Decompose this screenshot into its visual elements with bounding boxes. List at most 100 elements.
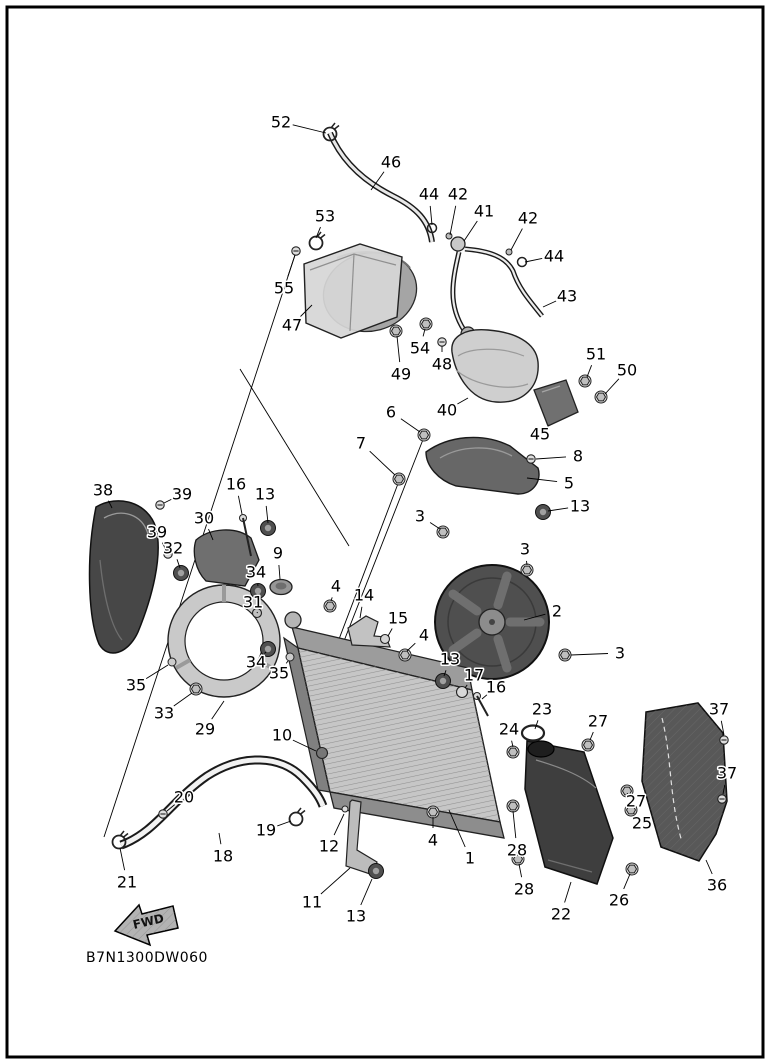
leader-line [464, 684, 468, 689]
leader-line [292, 124, 327, 134]
leader-line [548, 424, 550, 426]
leader-line [523, 613, 546, 621]
leader-line [396, 335, 401, 363]
callout-54: 54 [410, 339, 430, 358]
callout-35: 35 [126, 676, 146, 695]
screw-icon [158, 809, 168, 819]
callout-27: 27 [588, 712, 608, 731]
leader-line [360, 878, 373, 906]
leader-line [161, 542, 167, 551]
leader-line [526, 560, 528, 566]
leader-line [512, 810, 517, 839]
leader-line [518, 863, 523, 878]
callout-3: 3 [520, 540, 530, 559]
leader-line [524, 257, 543, 263]
duct-seal-ring [520, 724, 546, 742]
screw-icon [155, 500, 165, 510]
washer-icon [285, 652, 295, 662]
callout-33: 33 [154, 704, 174, 723]
callout-27: 27 [626, 792, 646, 811]
screw-icon [526, 454, 536, 464]
leader-line [547, 507, 569, 512]
fan-stay [425, 436, 540, 495]
callout-16: 16 [226, 475, 246, 494]
callout-4: 4 [428, 831, 438, 850]
callout-50: 50 [617, 361, 637, 380]
bolt-icon [581, 738, 595, 752]
lower-right-cover [524, 740, 614, 885]
leader-line [570, 653, 609, 656]
callout-28: 28 [507, 841, 527, 860]
leader-line [218, 832, 222, 845]
fwd-label: FWD [132, 911, 166, 932]
leader-line [370, 171, 385, 191]
callout-39: 39 [147, 523, 167, 542]
callout-42: 42 [448, 185, 468, 204]
bolt-icon [578, 374, 592, 388]
leader-line [287, 254, 296, 277]
leader-line [443, 670, 447, 677]
callout-31: 31 [243, 593, 263, 612]
left-side-cover [88, 500, 159, 654]
callout-4: 4 [331, 577, 341, 596]
callout-42: 42 [518, 209, 538, 228]
callout-5: 5 [564, 474, 574, 493]
callout-44: 44 [544, 247, 564, 266]
leader-line [510, 228, 523, 251]
leader-line [535, 456, 567, 460]
callout-18: 18 [213, 847, 233, 866]
callout-37: 37 [717, 764, 737, 783]
callout-24: 24 [499, 720, 519, 739]
callout-13: 13 [570, 497, 590, 516]
grommet-icon [368, 863, 384, 879]
callout-38: 38 [93, 481, 113, 500]
callout-17: 17 [464, 666, 484, 685]
lower-hose [119, 755, 328, 850]
upper-hose [327, 131, 435, 243]
callout-25: 25 [632, 814, 652, 833]
leader-line [511, 740, 514, 748]
long-screw-icon [473, 692, 489, 717]
air-shroud-duct [193, 529, 260, 587]
callout-52: 52 [271, 113, 291, 132]
callout-14: 14 [354, 586, 374, 605]
callout-36: 36 [707, 876, 727, 895]
leader-lines [107, 124, 726, 906]
leader-line [633, 812, 635, 814]
washer-icon [455, 685, 469, 699]
callout-46: 46 [381, 153, 401, 172]
reservoir-tank [451, 326, 539, 403]
callout-45: 45 [530, 425, 550, 444]
leader-line [330, 597, 333, 602]
bolt-icon [594, 390, 608, 404]
leader-line [285, 660, 289, 664]
callout-39: 39 [172, 485, 192, 504]
damper-icon [315, 746, 329, 760]
leader-line [277, 820, 292, 827]
leader-line [208, 528, 214, 541]
callout-28: 28 [514, 880, 534, 899]
hose-clamp-icon [288, 807, 306, 827]
callout-29: 29 [195, 720, 215, 739]
radiator-cap [251, 578, 293, 619]
leader-line [406, 642, 416, 652]
leader-line [292, 739, 317, 752]
radiator [283, 611, 505, 839]
callout-13: 13 [346, 907, 366, 926]
hose-joint [450, 236, 466, 252]
leader-line [534, 720, 539, 730]
leader-line [422, 328, 426, 337]
callout-41: 41 [474, 202, 494, 221]
leader-line [589, 731, 594, 741]
leader-line [333, 813, 345, 836]
callout-4: 4 [419, 626, 429, 645]
leader-line [705, 859, 713, 875]
callout-13: 13 [255, 485, 275, 504]
screw-icon [437, 337, 447, 347]
callout-7: 7 [356, 434, 366, 453]
callout-34: 34 [246, 653, 266, 672]
long-screw-icon [239, 514, 252, 557]
callout-35: 35 [269, 664, 289, 683]
leader-line [564, 881, 572, 903]
